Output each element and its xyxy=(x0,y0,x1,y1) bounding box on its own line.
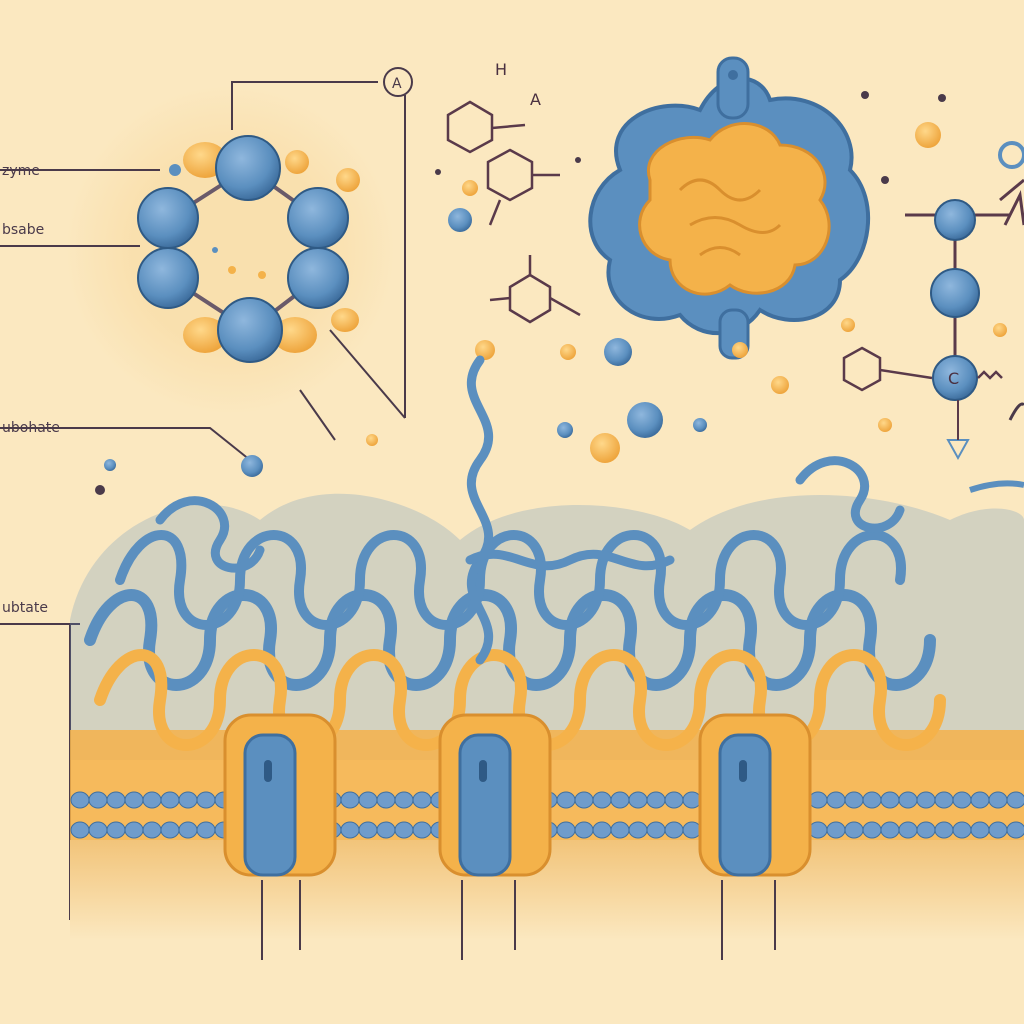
lipid-head xyxy=(916,821,936,839)
lipid-head xyxy=(808,821,828,839)
lipid-head xyxy=(106,821,126,839)
lipid-head xyxy=(880,791,900,809)
lipid-head xyxy=(952,791,972,809)
lipid-head xyxy=(574,821,594,839)
chem-label-h: H xyxy=(495,60,507,79)
lipid-head xyxy=(196,821,216,839)
lipid-head xyxy=(826,821,846,839)
lipid-head xyxy=(340,791,360,809)
lipid-head xyxy=(106,791,126,809)
lipid-head xyxy=(934,791,954,809)
lipid-head xyxy=(142,821,162,839)
lipid-head xyxy=(628,821,648,839)
lipid-head xyxy=(592,791,612,809)
lipid-head xyxy=(664,821,684,839)
lipid-head xyxy=(844,821,864,839)
right-molecule: C xyxy=(842,141,1024,493)
lipid-head xyxy=(376,821,396,839)
lipid-head xyxy=(358,821,378,839)
lipid-head xyxy=(826,791,846,809)
benzene-ring-icon xyxy=(446,100,581,324)
label-circle-a: A xyxy=(392,76,402,92)
lipid-head xyxy=(412,821,432,839)
lipid-head xyxy=(340,821,360,839)
lipid-head xyxy=(142,791,162,809)
lipid-head xyxy=(124,791,144,809)
lipid-head xyxy=(610,821,630,839)
lipid-head xyxy=(556,791,576,809)
membrane-channel-icon xyxy=(223,713,812,960)
lipid-head xyxy=(934,821,954,839)
lipid-head xyxy=(808,791,828,809)
label-group: zyme bsabe ubohate ubtate xyxy=(0,163,263,920)
lipid-head xyxy=(88,791,108,809)
label-substrate-top: bsabe xyxy=(2,222,44,238)
lipid-head xyxy=(970,821,990,839)
lipid-head xyxy=(358,791,378,809)
lipid-head xyxy=(628,791,648,809)
lipid-head xyxy=(1006,791,1024,809)
lipid-head xyxy=(862,791,882,809)
lipid-head xyxy=(394,821,414,839)
hexagon-halo xyxy=(65,85,395,415)
protein-blob-icon xyxy=(588,56,871,360)
lipid-head xyxy=(844,791,864,809)
lipid-head xyxy=(1006,821,1024,839)
lipid-head xyxy=(880,821,900,839)
chem-label-a: A xyxy=(530,90,541,109)
lipid-head xyxy=(124,821,144,839)
lipid-head xyxy=(160,821,180,839)
lipid-head xyxy=(412,791,432,809)
lipid-head xyxy=(178,821,198,839)
lipid-head xyxy=(88,821,108,839)
lipid-head xyxy=(970,791,990,809)
callout-bracket: A xyxy=(231,67,413,441)
lipid-head xyxy=(70,821,90,839)
lipid-head xyxy=(646,791,666,809)
lipid-head xyxy=(898,791,918,809)
lipid-head xyxy=(592,821,612,839)
label-enzyme: zyme xyxy=(2,163,40,179)
hexagon-ring-icon xyxy=(137,135,360,363)
lipid-head xyxy=(394,791,414,809)
chem-label-c: C xyxy=(948,369,959,388)
lipid-head xyxy=(178,791,198,809)
lipid-head xyxy=(196,791,216,809)
lipid-head xyxy=(160,791,180,809)
lipid-head xyxy=(988,821,1008,839)
lipid-head xyxy=(898,821,918,839)
label-substrate-mid: ubohate xyxy=(2,420,60,436)
lipid-head xyxy=(988,791,1008,809)
lipid-head xyxy=(610,791,630,809)
lipid-head xyxy=(646,821,666,839)
label-substrate-low: ubtate xyxy=(2,600,48,616)
lipid-head xyxy=(556,821,576,839)
lipid-head xyxy=(862,821,882,839)
lipid-head xyxy=(574,791,594,809)
lipid-head xyxy=(682,821,702,839)
lipid-head xyxy=(682,791,702,809)
lipid-head xyxy=(376,791,396,809)
floating-particles xyxy=(95,91,1007,495)
lipid-head xyxy=(952,821,972,839)
lipid-head xyxy=(70,791,90,809)
lipid-head xyxy=(916,791,936,809)
lipid-head xyxy=(664,791,684,809)
